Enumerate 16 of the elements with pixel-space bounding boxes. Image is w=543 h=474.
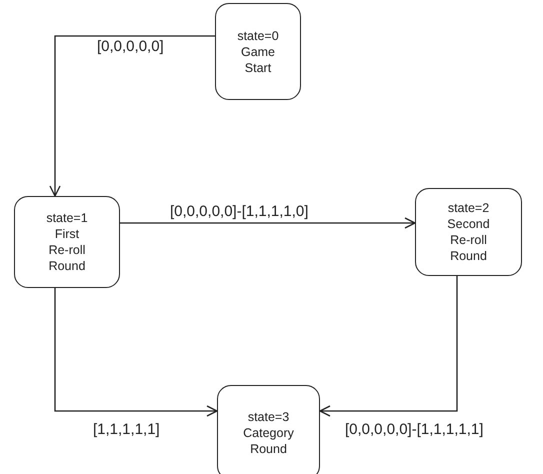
arrow	[319, 276, 458, 417]
arrow	[49, 35, 215, 197]
state-box	[14, 196, 120, 288]
state-label: state=3 Category Round	[243, 408, 294, 456]
edge-label: [0,0,0,0,0]	[97, 38, 164, 56]
edge-label: [0,0,0,0,0]-[1,1,1,1,1]	[345, 421, 484, 439]
arrow	[54, 288, 218, 417]
state-label: state=2 Second Re-roll Round	[447, 200, 490, 264]
state-label: state=0 Game Start	[237, 28, 279, 76]
edge-label: [0,0,0,0,0]-[1,1,1,1,0]	[170, 203, 308, 221]
state-box	[415, 188, 522, 276]
state-box	[217, 385, 320, 474]
state-label: state=1 First Re-roll Round	[46, 210, 88, 274]
state-box	[215, 3, 301, 100]
edge-label: [1,1,1,1,1]	[93, 421, 160, 439]
arrow	[120, 217, 416, 229]
